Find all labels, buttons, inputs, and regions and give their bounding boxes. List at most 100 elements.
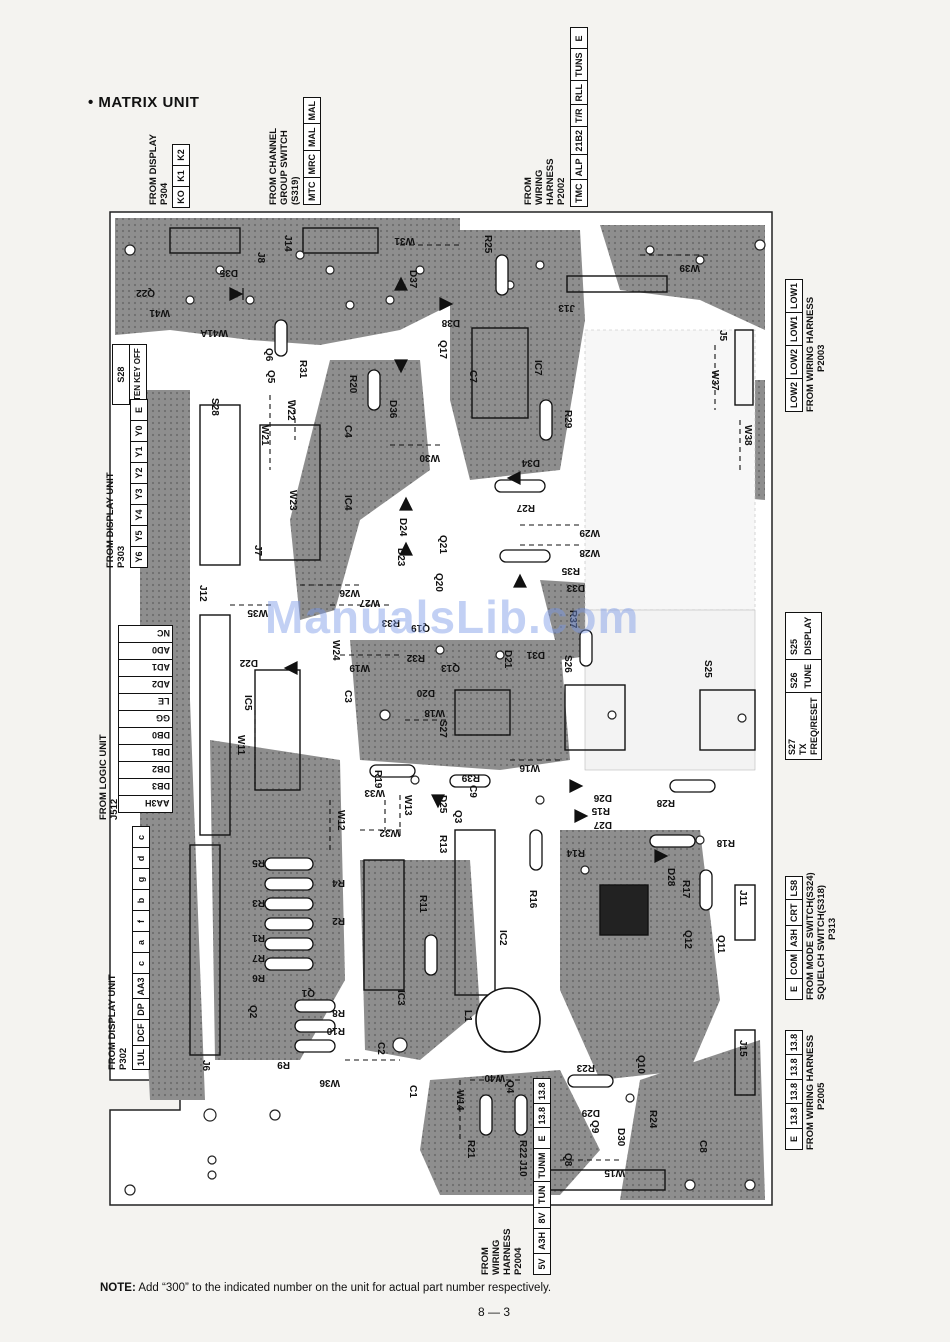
connector-display-p304-pins: KO K1 K2 — [172, 144, 190, 208]
component-label: R25 — [482, 235, 493, 254]
component-label: S26 — [562, 655, 573, 673]
connector-logic-j512-caption: FROM LOGIC UNIT J512 — [98, 735, 120, 821]
component-label: W40 — [484, 1072, 505, 1083]
pin: Y4 — [131, 504, 147, 525]
caption-line: P302 — [118, 1047, 129, 1070]
component-label: R27 — [516, 502, 535, 513]
component-label: Q9 — [589, 1120, 600, 1134]
pin: NC — [157, 628, 170, 638]
switch-id: S25 — [789, 638, 799, 655]
component-label: R24 — [647, 1110, 658, 1129]
component-label: C4 — [342, 425, 353, 438]
pin: MTC — [304, 177, 320, 204]
caption-line: HARNESS — [545, 158, 556, 205]
solder-pads — [124, 239, 766, 1196]
component-label: Q8 — [562, 1153, 573, 1167]
pin: AD1 — [151, 662, 170, 672]
pin: 13.8 — [534, 1102, 550, 1128]
component-label: R37 — [567, 610, 578, 629]
pin: f — [133, 910, 149, 932]
component-label: J6 — [200, 1060, 211, 1072]
component-label: R1 — [252, 932, 265, 943]
component-label: W37 — [709, 370, 720, 391]
pin: 21B2 — [571, 125, 587, 155]
footnote: NOTE: Add “300” to the indicated number … — [100, 1282, 551, 1294]
component-label: W18 — [424, 707, 445, 718]
pin: c — [136, 834, 146, 840]
component-label: R21 — [465, 1140, 476, 1159]
component-label: D38 — [441, 317, 460, 328]
component-label: Q22 — [136, 287, 155, 298]
component-label: R33 — [381, 617, 400, 628]
pin: DB3 — [151, 781, 170, 791]
component-label: R28 — [656, 797, 675, 808]
component-label: D33 — [566, 582, 585, 593]
component-label: W27 — [359, 597, 380, 608]
component-label: W19 — [349, 662, 370, 673]
connector-display-p302-caption: FROM DISPLAY UNIT P302 — [107, 974, 129, 1070]
ic-outlines — [169, 227, 756, 1191]
caption-line: FROM WIRING HARNESS — [805, 1034, 816, 1150]
component-label: J8 — [255, 252, 266, 264]
jumper-wires — [230, 244, 741, 1161]
component-label: R29 — [562, 410, 573, 429]
component-label: Q10 — [635, 1055, 646, 1074]
pin: GG — [155, 713, 170, 723]
component-label: D34 — [521, 457, 540, 468]
connector-harness-p2004-pins: 5V A3H 8V TUN TUNM E 13.8 13.8 — [533, 1078, 551, 1275]
watermark: ManualsLib.com — [265, 591, 640, 643]
component-label: R39 — [461, 772, 480, 783]
pin: DB0 — [151, 730, 170, 740]
component-label: W33 — [364, 787, 385, 798]
connector-display-p303-pins: Y6 Y5 Y4 Y3 Y2 Y1 Y0 E — [130, 399, 148, 568]
pin: LOW2 — [786, 345, 802, 378]
pin: TUNM — [534, 1148, 550, 1182]
component-label: D27 — [593, 819, 612, 830]
resistors — [264, 254, 716, 1136]
component-label: D24 — [397, 518, 408, 537]
connector-channel-group-pins: MTC MRC MAL MAL — [303, 97, 321, 205]
component-label: D31 — [526, 649, 545, 660]
pin: A3H — [786, 924, 802, 950]
component-label: IC5 — [242, 695, 253, 711]
pin: DB2 — [151, 764, 170, 774]
component-label: W12 — [335, 810, 346, 831]
switch-s27-cell: S27 TX FREQ/RESET — [786, 692, 821, 759]
caption-line: FROM DISPLAY UNIT — [105, 472, 116, 568]
pin-row: DB3 — [119, 779, 172, 796]
component-label: J10 — [517, 1160, 528, 1177]
component-label: J14 — [282, 235, 293, 252]
component-label: W21 — [259, 425, 270, 446]
note-text: Add “300” to the indicated number on the… — [135, 1282, 552, 1294]
component-label: R3 — [252, 897, 265, 908]
component-label: C1 — [407, 1085, 418, 1098]
component-label: Q4 — [504, 1080, 515, 1094]
switch-function: TX — [798, 743, 808, 755]
pin-row: AD2 — [119, 677, 172, 694]
pin: a — [133, 931, 149, 953]
pin: AD2 — [151, 679, 170, 689]
pin-row: GG — [119, 711, 172, 728]
caption-line: P304 — [159, 182, 170, 205]
connector-harness-p2004-caption: FROM WIRING HARNESS P2004 — [480, 1229, 524, 1275]
caption-line: FROM DISPLAY UNIT — [107, 974, 118, 1070]
component-label: W26 — [339, 587, 360, 598]
pin-row: DB0 — [119, 728, 172, 745]
component-label: W31 — [394, 235, 415, 246]
switch-function: DISPLAY — [803, 616, 813, 655]
component-label: W16 — [519, 762, 540, 773]
switch-function: FREQ/RESET — [809, 697, 819, 755]
component-label: D35 — [219, 267, 238, 278]
pin-row: DB2 — [119, 762, 172, 779]
component-label: W41 — [149, 307, 170, 318]
component-label: W38 — [742, 425, 753, 446]
pin-row: AA3H — [119, 796, 172, 812]
component-label: R19 — [372, 770, 383, 789]
connector-display-p302-pins: 1UL DCF DP AA3 c a f b g d c — [132, 826, 150, 1070]
component-label: R31 — [297, 360, 308, 379]
component-label: W11 — [235, 735, 246, 755]
pin: LS8 — [789, 879, 799, 897]
pin: AD0 — [151, 645, 170, 655]
caption-line: P313 — [827, 917, 838, 940]
connector-channel-group-caption: FROM CHANNEL GROUP SWITCH (S319) — [268, 128, 301, 205]
